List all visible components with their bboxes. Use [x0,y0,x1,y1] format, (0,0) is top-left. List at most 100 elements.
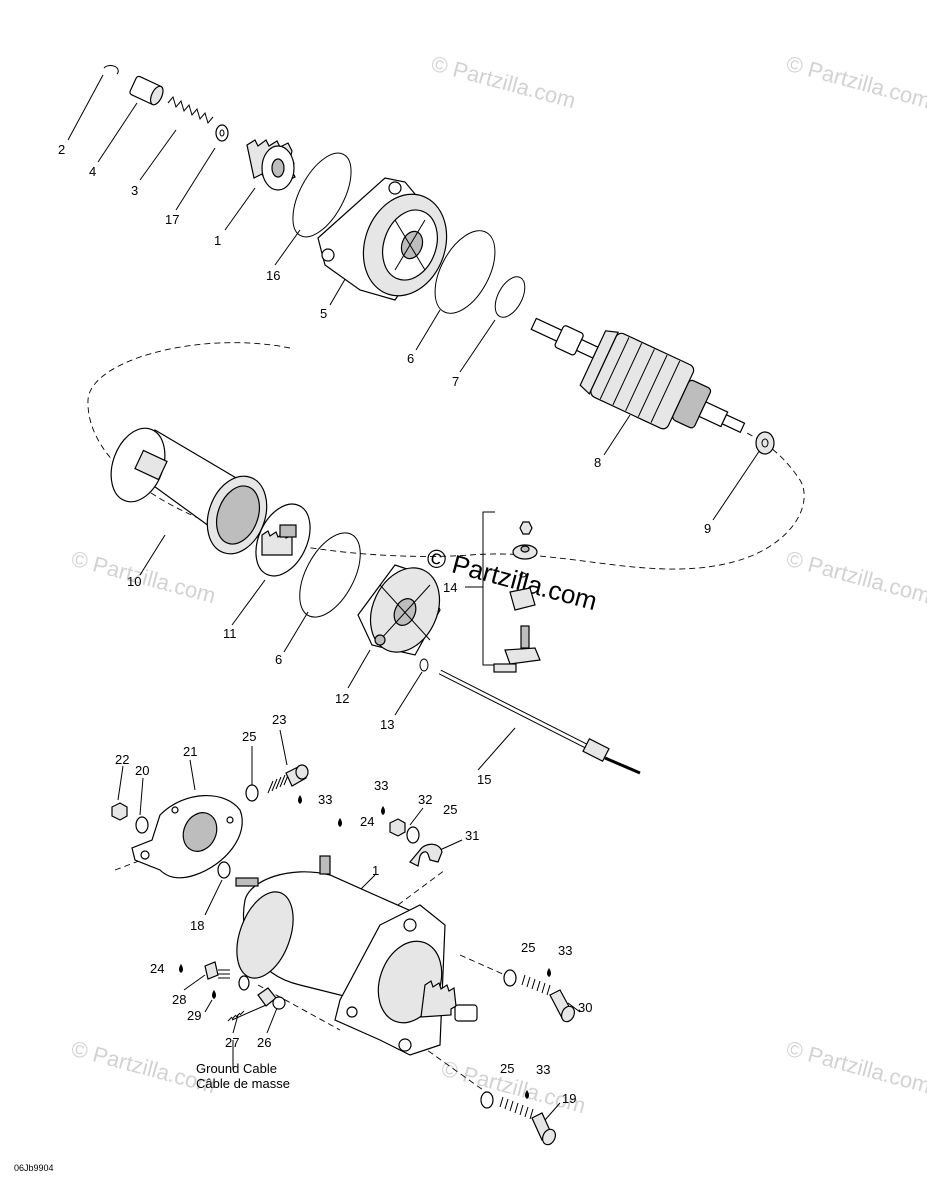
bolt-part [267,764,309,794]
spring-part [167,95,214,125]
o-ring-large-part [434,230,496,314]
callout-label: 31 [465,828,479,843]
ground-cable-note-fr: Câble de masse [196,1076,290,1091]
callout-label: 21 [183,744,197,759]
watermark: © Partzilla.com [784,51,927,114]
callout-label: 25 [521,940,535,955]
callout-label: 11 [223,626,237,641]
snap-ring-part [103,65,119,75]
yoke-part [110,427,268,555]
callout-label: 28 [172,992,186,1007]
watermark: © Partzilla.com [784,1036,927,1099]
leader-lines [67,74,761,1121]
callout-label: 23 [272,712,286,727]
callout-label: 33 [558,943,572,958]
callout-label: 6 [275,652,282,667]
o-ring-part [292,152,352,238]
callout-label: 1 [214,233,221,248]
callout-label: 32 [418,792,432,807]
washer-part [480,1091,494,1109]
drive-pinion-part [246,139,296,191]
watermark: © Partzilla.com [429,51,579,114]
nut-part [111,802,128,821]
assembly-loop [87,342,805,570]
callout-label: 22 [115,752,129,767]
watermark: © Partzilla.com [69,546,219,609]
callout-label: 17 [165,212,179,227]
oil-drop-icon [547,968,551,977]
callout-label: 30 [578,1000,592,1015]
callout-label: 20 [135,763,149,778]
starter-mount-parts [111,764,576,1146]
callout-label: 3 [131,183,138,198]
mounting-bracket-part [131,794,243,879]
drawing-code: 06Jb9904 [14,1163,54,1173]
oil-drop-icon [179,964,183,973]
callout-label: 33 [374,778,388,793]
callout-label: 33 [536,1062,550,1077]
ground-cable-note-en: Ground Cable [196,1061,277,1076]
callout-label: 29 [187,1008,201,1023]
callout-label: 18 [190,918,204,933]
callout-label: 12 [335,691,349,706]
callout-label: 10 [127,574,141,589]
callout-label: 26 [257,1035,271,1050]
callout-label: 7 [452,374,459,389]
drive-housing-part [317,177,448,301]
lock-washer-part [272,996,286,1010]
nut-part [389,818,406,837]
washer-part [215,124,229,142]
thrust-washer-part [755,431,775,455]
callout-label: 25 [500,1061,514,1076]
o-ring-part [299,532,361,618]
brush-holder-part [255,503,311,577]
watermark-center: © Partzilla.com [423,542,600,616]
callout-label: 24 [360,814,374,829]
washer-part [245,784,259,802]
bolt-part [521,974,576,1023]
callout-label: 1 [372,863,379,878]
callout-label: 14 [443,580,457,595]
callout-label: 2 [58,142,65,157]
callout-label: 27 [225,1035,239,1050]
watermarks: © Partzilla.com © Partzilla.com © Partzi… [69,51,927,1119]
through-bolt-part [438,669,641,775]
bushing-part [129,75,164,106]
callout-label: 5 [320,306,327,321]
callout-labels: 2 4 3 17 1 16 5 6 7 8 9 10 11 6 12 13 14… [58,142,711,1106]
oil-drop-icon [525,1090,529,1099]
callout-label: 6 [407,351,414,366]
oil-drop-icon [338,818,342,827]
washer-part [503,969,517,987]
washer-part [238,975,250,991]
o-ring-small-part [494,276,526,318]
screw-part [204,961,230,980]
callout-label: 25 [443,802,457,817]
starter-yoke-parts [110,427,641,775]
washer-part [406,826,420,844]
washer-part [135,816,149,834]
callout-label: 15 [477,772,491,787]
callout-label: 16 [266,268,280,283]
end-cover-part [357,564,441,656]
callout-label: 25 [242,729,256,744]
washer-part [217,861,231,879]
callout-label: 4 [89,164,96,179]
bolt-part [499,1096,557,1146]
armature-part [530,317,746,434]
callout-label: 24 [150,961,164,976]
callout-label: 9 [704,521,711,536]
callout-label: 8 [594,455,601,470]
ground-cable-part [227,987,277,1022]
callout-label: 19 [562,1091,576,1106]
oil-drop-icon [381,806,385,815]
starter-motor-part [235,855,478,1056]
callout-label: 13 [380,717,394,732]
watermark: © Partzilla.com [784,546,927,609]
oil-drop-icon [212,990,216,999]
starter-internal-parts [103,65,775,455]
cable-clamp-part [409,843,443,867]
oil-drop-icon [298,795,302,804]
o-ring-tiny-part [419,658,429,672]
